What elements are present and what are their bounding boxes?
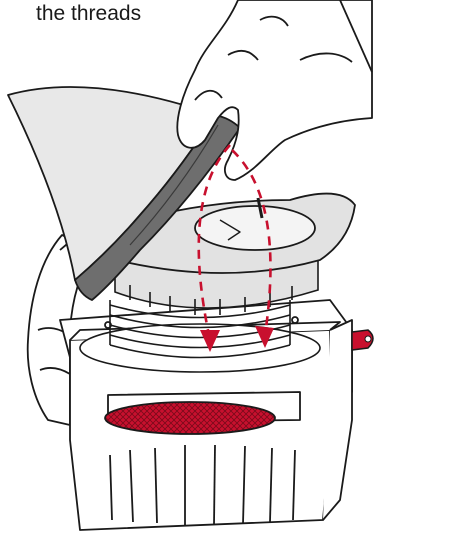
red-lanyard-lug-icon: [352, 330, 373, 350]
red-knurled-knob-icon: [105, 402, 275, 434]
